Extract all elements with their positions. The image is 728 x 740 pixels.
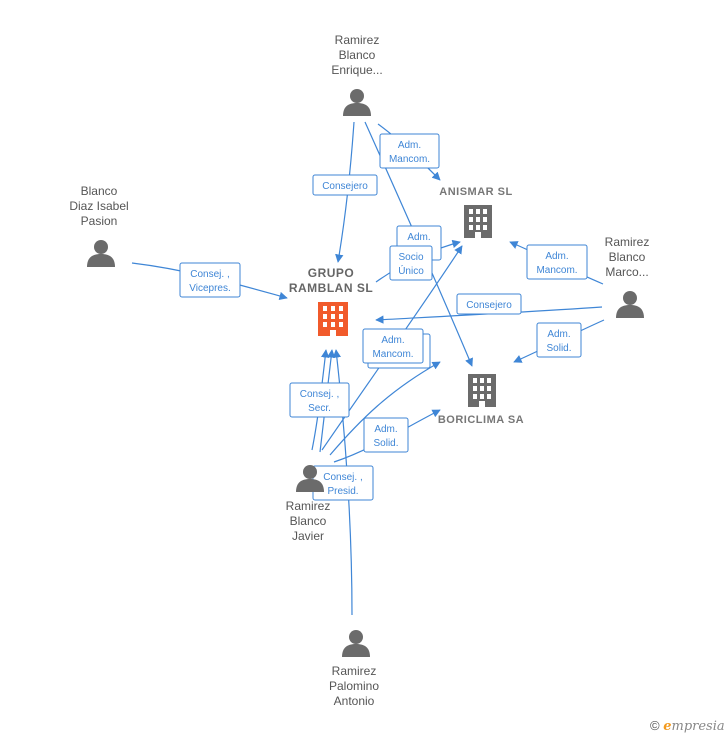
edge-label-line: Adm. — [381, 335, 404, 346]
edge-label-antonio-presid[interactable]: Consej. , Presid. — [312, 465, 374, 501]
node-label-line: Marco... — [605, 265, 648, 279]
node-anismar-sl[interactable]: ANISMAR SL — [439, 186, 512, 238]
edge-label-line: Presid. — [327, 486, 358, 497]
building-icon — [464, 205, 492, 238]
edge-label-blancodiaz-grupo[interactable]: Consej. , Vicepres. — [179, 262, 241, 298]
edge-label-enrique-anismar[interactable]: Adm. Mancom. — [379, 133, 440, 169]
empresia-brand[interactable]: © empresia — [650, 718, 725, 734]
node-label-line: Blanco — [609, 250, 646, 264]
person-icon — [343, 89, 371, 116]
edge-label-line: Solid. — [546, 343, 571, 354]
node-label-line: Blanco — [81, 184, 118, 198]
node-label-line: Ramirez — [332, 664, 377, 678]
brand-e: e — [663, 719, 672, 734]
node-label-line: Blanco — [339, 48, 376, 62]
node-label-line: Ramirez — [286, 499, 331, 513]
person-icon — [342, 630, 370, 657]
edge-label-line: Consej. , — [190, 269, 229, 280]
edge-label-line: Socio — [398, 252, 423, 263]
edge-label-line: Adm. — [545, 251, 568, 262]
edge-label-javier-mancom[interactable]: Adm. Mancom. — [362, 328, 431, 369]
node-blanco-diaz-isabel[interactable]: Blanco Diaz Isabel Pasion — [69, 184, 129, 267]
building-icon — [318, 302, 348, 336]
company-label: GRUPO — [308, 266, 355, 280]
edge-label-line: Adm. — [547, 329, 570, 340]
edge-label-line: Solid. — [373, 438, 398, 449]
node-label-line: Blanco — [290, 514, 327, 528]
edge-label-line: Consej. , — [323, 472, 362, 483]
person-icon — [87, 240, 115, 267]
edge-enrique-grupo — [335, 121, 355, 263]
edge-label-line: Adm. — [374, 424, 397, 435]
node-ramirez-blanco-marco[interactable]: Ramirez Blanco Marco... — [605, 235, 650, 318]
copyright-icon: © — [650, 718, 660, 733]
edges — [131, 121, 605, 616]
edge-label-grupo-anismar[interactable]: Socio Único — [389, 245, 433, 281]
brand-name: mpresia — [671, 719, 725, 734]
node-label-line: Pasion — [81, 214, 118, 228]
company-label: ANISMAR SL — [439, 186, 512, 198]
edge-javier-boriclima-mancom — [329, 361, 441, 456]
node-grupo-ramblan-sl[interactable]: GRUPO RAMBLAN SL — [289, 266, 373, 336]
edge-label-line: Consej. , — [300, 389, 339, 400]
node-label-line: Palomino — [329, 679, 379, 693]
edge-label-marco-boriclima[interactable]: Adm. Solid. — [536, 322, 582, 358]
node-label-line: Ramirez — [335, 33, 380, 47]
edge-label-line: Vicepres. — [189, 283, 231, 294]
node-label-line: Ramirez — [605, 235, 650, 249]
person-icon — [616, 291, 644, 318]
node-ramirez-blanco-enrique[interactable]: Ramirez Blanco Enrique... — [331, 33, 383, 116]
edge-label-line: Mancom. — [372, 349, 413, 360]
edge-label-marco-anismar[interactable]: Adm. Mancom. — [526, 244, 588, 280]
edge-label-line: Adm. — [407, 232, 430, 243]
edge-label-line: Consejero — [466, 300, 512, 311]
edge-label-javier-solid[interactable]: Adm. Solid. — [363, 417, 409, 453]
edge-label-line: Secr. — [308, 403, 331, 414]
edge-label-line: Único — [398, 264, 424, 277]
building-icon — [468, 374, 496, 407]
node-label-line: Diaz Isabel — [69, 199, 128, 213]
edge-label-line: Adm. — [398, 140, 421, 151]
edge-label-line: Mancom. — [389, 154, 430, 165]
node-label-line: Enrique... — [331, 63, 382, 77]
edge-label-line: Mancom. — [536, 265, 577, 276]
edge-label-line: Consejero — [322, 181, 368, 192]
company-label: BORICLIMA SA — [438, 414, 524, 426]
edge-label-enrique-grupo[interactable]: Consejero — [312, 174, 378, 196]
edge-labels: Adm. Mancom. Consejero Adm. Socio Único … — [179, 133, 588, 501]
company-label: RAMBLAN SL — [289, 281, 373, 295]
node-ramirez-blanco-javier[interactable]: Ramirez Blanco Javier — [286, 465, 331, 543]
node-boriclima-sa[interactable]: BORICLIMA SA — [438, 374, 524, 426]
node-label-line: Antonio — [334, 694, 375, 708]
edge-label-marco-grupo[interactable]: Consejero — [456, 293, 522, 315]
node-ramirez-palomino-antonio[interactable]: Ramirez Palomino Antonio — [329, 630, 379, 708]
person-icon — [296, 465, 324, 492]
edge-label-javier-secr[interactable]: Consej. , Secr. — [289, 382, 350, 418]
node-label-line: Javier — [292, 529, 324, 543]
